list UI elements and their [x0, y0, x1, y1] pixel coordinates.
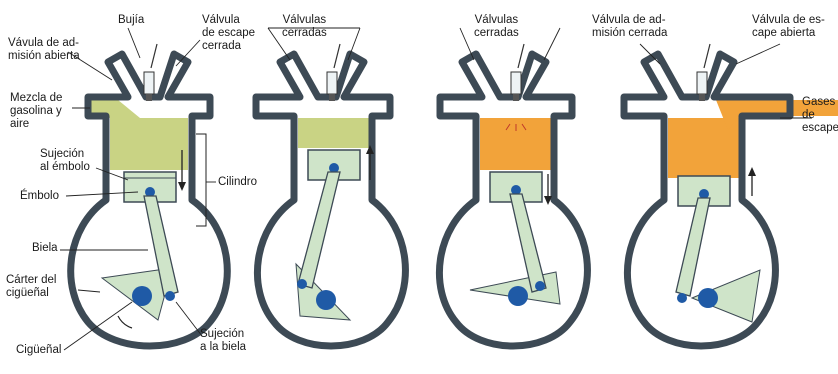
chamber-mixture	[110, 118, 188, 170]
label-rod-attachment: Sujeción a la biela	[200, 328, 246, 354]
engine-combustion	[439, 44, 587, 346]
label-piston-attachment: Sujeción al émbolo	[40, 148, 90, 174]
label-exhaust-valve-closed: Válvula de escape cerrada	[202, 14, 255, 53]
label-crankshaft: Cigüeñal	[16, 344, 61, 357]
arrow-down-icon	[178, 182, 186, 191]
connecting-rod	[676, 198, 710, 296]
engine-compression	[256, 44, 405, 346]
label-cylinder: Cilindro	[218, 176, 257, 189]
connecting-rod	[510, 194, 546, 292]
label-piston: Émbolo	[20, 190, 59, 203]
engine-exhaust	[624, 44, 838, 346]
crankshaft	[698, 288, 718, 308]
spark-plug-icon	[144, 44, 157, 101]
label-exhaust-gases: Gases de escape	[802, 96, 838, 135]
label-exhaust-valve-open: Válvula de es- cape abierta	[752, 14, 825, 40]
label-intake-valve-open: Vávula de ad- misión abierta	[8, 37, 80, 63]
label-connecting-rod: Biela	[32, 242, 58, 255]
label-fuel-air-mixture: Mezcla de gasolina y aire	[10, 92, 62, 131]
label-spark-plug: Bujía	[118, 14, 144, 27]
arrow-up-icon	[748, 167, 756, 176]
chamber-mixture	[298, 118, 370, 148]
crankshaft	[316, 290, 336, 310]
crank-pin	[297, 279, 307, 289]
connecting-rod	[298, 172, 340, 288]
label-valves-closed-combustion: Válvulas cerradas	[474, 14, 519, 40]
crankshaft	[508, 286, 528, 306]
label-valves-closed-compression: Válvulas cerradas	[282, 14, 327, 40]
crankshaft	[132, 286, 152, 306]
crank-pin	[535, 281, 545, 291]
crank-pin	[677, 293, 687, 303]
label-crankcase: Cárter del cigüeñal	[6, 274, 57, 300]
label-intake-valve-closed: Válvula de ad- misión cerrada	[592, 14, 667, 40]
crank-pin	[165, 291, 175, 301]
engine-intake	[71, 44, 228, 346]
